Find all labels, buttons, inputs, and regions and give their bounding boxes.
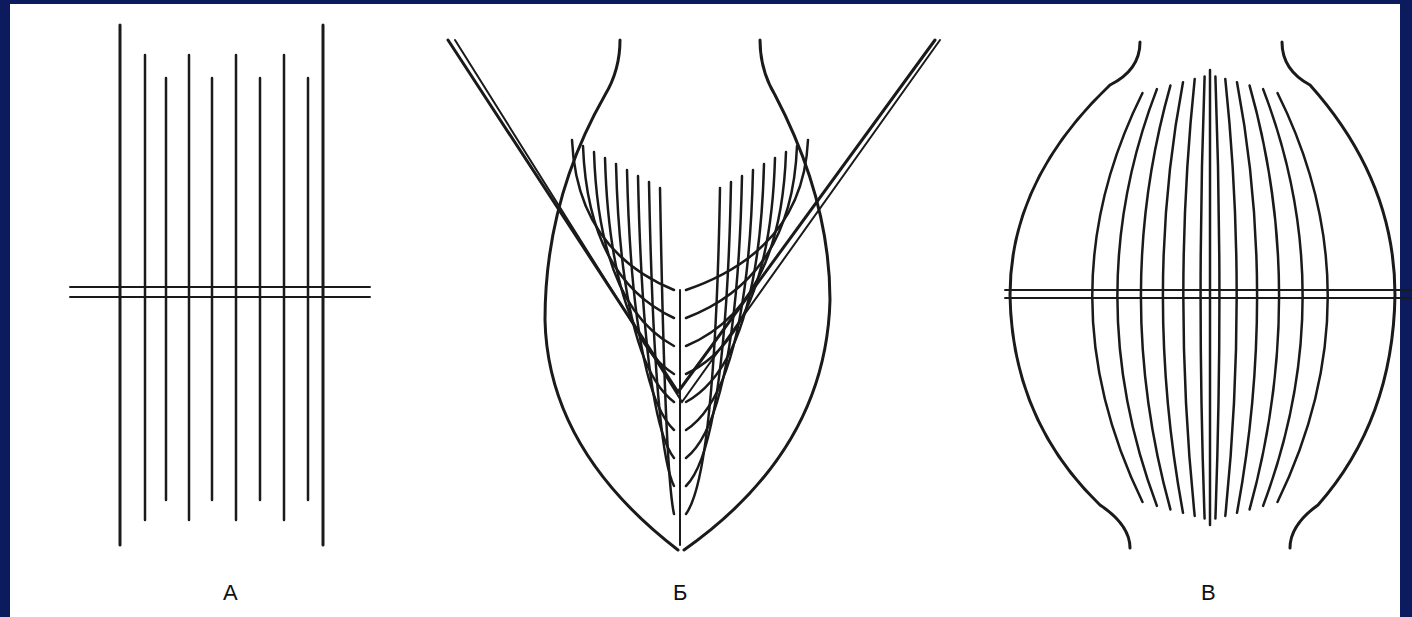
muscle-fiber (1209, 70, 1212, 525)
section-line (1005, 289, 1410, 291)
muscle-fiber (1250, 86, 1279, 510)
tendon-line (455, 40, 940, 402)
muscle-fiber (1163, 82, 1183, 513)
muscle-fiber (211, 78, 214, 500)
muscle-outline (684, 40, 830, 550)
muscle-outline (322, 25, 325, 545)
muscle-fiber (1215, 76, 1219, 518)
muscle-fiber (144, 55, 147, 520)
muscle-outline (545, 40, 678, 550)
muscle-fiber (307, 78, 310, 500)
figure-letter: В (1198, 581, 1219, 605)
section-line (1005, 297, 1410, 299)
muscle-outline (1010, 42, 1140, 548)
muscle-fiber (1263, 89, 1303, 506)
muscle-fiber (1225, 79, 1236, 516)
section-line (70, 286, 370, 288)
muscle-fiber (259, 78, 262, 500)
section-line (70, 296, 370, 298)
muscle-outline (1282, 42, 1395, 548)
tendon-line (448, 40, 935, 392)
muscle-fiber (188, 55, 191, 520)
muscle-fiber (1278, 93, 1328, 502)
muscle-fiber (1117, 89, 1157, 506)
muscle-fiber (1237, 82, 1257, 513)
muscle-fiber (235, 55, 238, 520)
muscle-fiber (686, 146, 797, 318)
muscle-fiber (660, 188, 674, 514)
muscle-fiber (686, 188, 720, 514)
muscle-fiber (1183, 79, 1194, 516)
muscle-fiber (686, 152, 786, 346)
muscle-fiber (1201, 76, 1205, 518)
muscle-fiber (1141, 86, 1170, 510)
muscle-fiber (283, 55, 286, 520)
muscle-fiber (686, 182, 731, 486)
figure-letter: Б (670, 581, 690, 605)
muscle-fiber (638, 176, 674, 458)
central-tendon (679, 290, 681, 545)
figure-letter: А (220, 581, 241, 605)
muscle-fiber (165, 78, 168, 500)
muscle-outline (119, 25, 122, 545)
